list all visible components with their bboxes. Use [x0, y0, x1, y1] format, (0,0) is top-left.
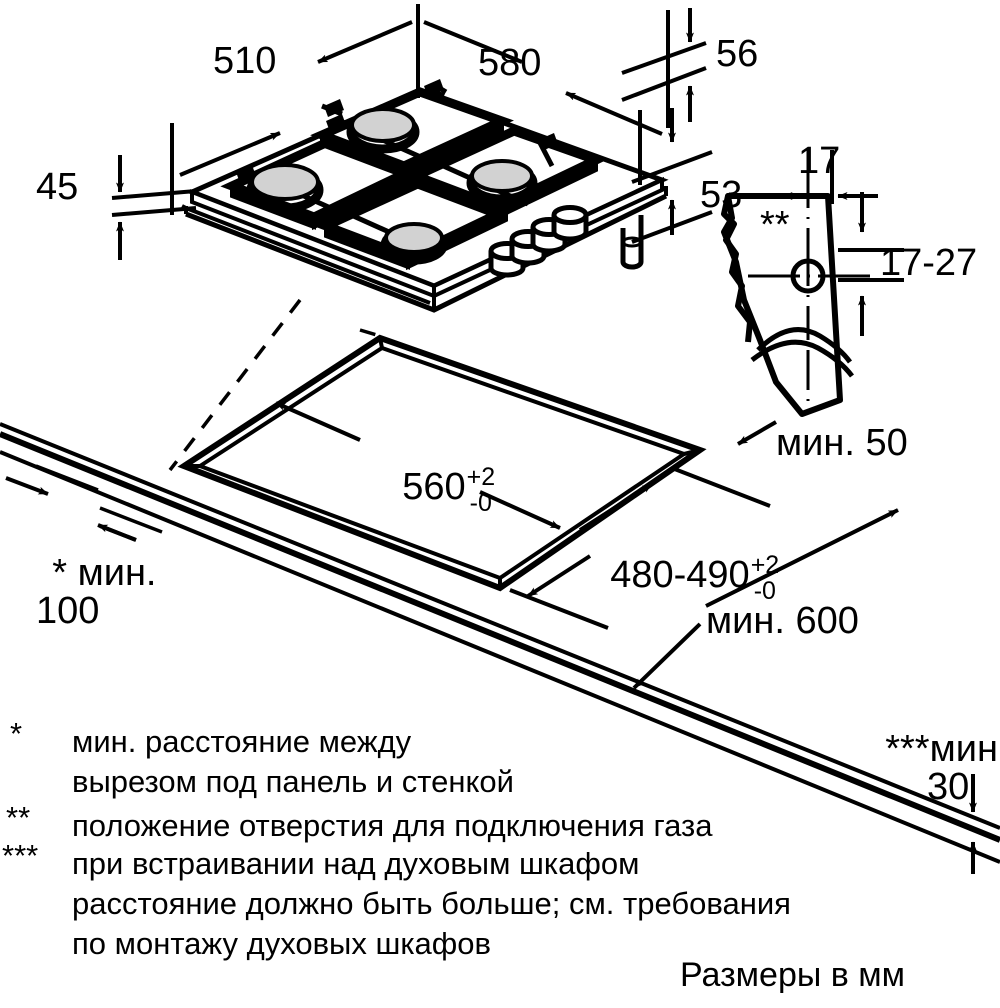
- dimension-label-17-27: 17-27: [880, 242, 978, 284]
- dimension-53: [631, 108, 713, 244]
- dimension-label-56: 56: [716, 33, 759, 75]
- dimension-label-580: 580: [478, 42, 542, 84]
- min-100-value: 100: [36, 590, 100, 632]
- cutout-width-value: 560: [402, 466, 466, 508]
- gas-connection-detail: [721, 150, 904, 417]
- dimension-510: [170, 4, 420, 215]
- footnote-marker-1: *: [10, 716, 23, 751]
- dimension-580: [423, 10, 670, 136]
- control-knob-4[interactable]: [551, 205, 589, 242]
- min-30-value: 30: [927, 766, 970, 808]
- burner-right: [466, 159, 538, 204]
- burner-left: [246, 163, 324, 213]
- min-100-label: мин.: [77, 552, 157, 594]
- cutout-depth-value: 480-490: [610, 554, 750, 596]
- pan-support-grate-right: [404, 126, 608, 221]
- dimension-label-53: 53: [700, 174, 743, 216]
- cutout-depth-tol-plus: +2: [750, 551, 780, 579]
- clearance-label-min-30: ***мин.30: [843, 692, 1000, 844]
- cutout-width-tol-minus: -0: [469, 489, 492, 517]
- footnote-marker-2: **: [6, 800, 31, 835]
- footnote-text-3-line-2: расстояние должно быть больше; см. требо…: [72, 886, 791, 921]
- dimension-label-17: 17: [798, 140, 841, 182]
- grate-tips: [321, 79, 558, 168]
- min-100-marker: *: [52, 552, 68, 594]
- projection-lines: [168, 298, 381, 472]
- clearance-label-min-50: мин. 50: [776, 422, 908, 464]
- dimension-min-100: [5, 464, 163, 542]
- dimension-label-480-490: 480-490+2-0: [568, 518, 779, 632]
- control-knobs: [488, 205, 589, 278]
- burner-front: [380, 222, 448, 265]
- pointer-min-50: [736, 420, 778, 446]
- dimension-56: [621, 8, 707, 122]
- footnote-text-2-line-1: положение отверстия для подключения газа: [72, 808, 713, 843]
- worktop-cutout: [177, 334, 707, 592]
- gas-hole-marker: **: [760, 204, 790, 246]
- dimension-label-510: 510: [213, 40, 277, 82]
- worktop-slab: [0, 422, 1000, 864]
- dimension-480-490: [509, 466, 771, 630]
- footnote-marker-3: ***: [2, 838, 39, 873]
- dimension-45: [111, 155, 197, 260]
- footnote-text-3-line-3: по монтажу духовых шкафов: [72, 926, 492, 961]
- min-30-marker: ***: [885, 728, 930, 770]
- footnote-text-1-line-2: вырезом под панель и стенкой: [72, 764, 514, 799]
- cutout-width-tol-plus: +2: [466, 463, 496, 491]
- footnote-text-3-line-1: при встраивании над духовым шкафом: [72, 846, 640, 881]
- footnote-text-1-line-1: мин. расстояние между: [72, 724, 412, 759]
- min-30-label: мин.: [929, 728, 1000, 770]
- dimension-560: [275, 401, 561, 530]
- dimension-label-560: 560+2-0: [360, 430, 495, 544]
- burner-rear: [346, 107, 420, 154]
- dimension-min-600: [632, 508, 899, 690]
- dimension-label-45: 45: [36, 166, 79, 208]
- cooktop-illustration: [181, 79, 669, 313]
- clearance-label-min-600: мин. 600: [706, 600, 859, 642]
- clearance-label-min-100: * мин.100: [10, 516, 157, 668]
- units-note: Размеры в мм: [680, 956, 906, 994]
- cutout-depth-tol-minus: -0: [753, 577, 776, 605]
